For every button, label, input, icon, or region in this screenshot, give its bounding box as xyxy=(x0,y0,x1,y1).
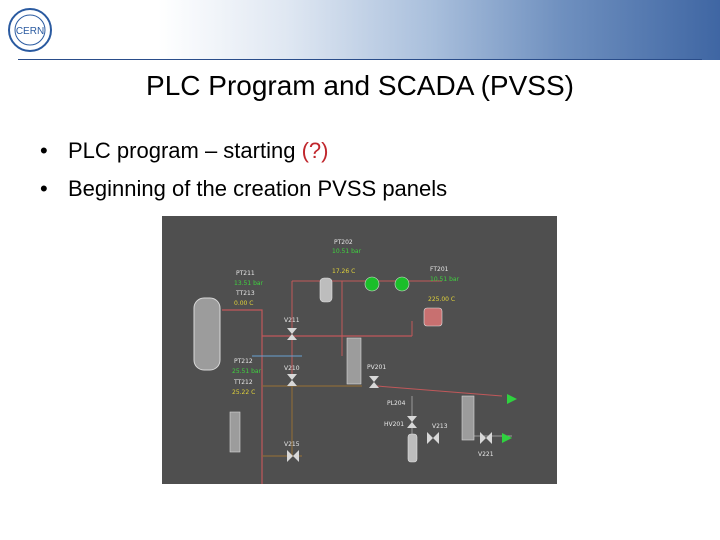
small-vessel xyxy=(407,433,418,463)
v210-label: V210 xyxy=(284,365,300,372)
lower-column xyxy=(229,411,241,453)
pt211-value: 13.51 bar xyxy=(234,280,264,287)
small-tank xyxy=(319,277,333,303)
hv201-label: HV201 xyxy=(384,421,404,428)
v215-label: V215 xyxy=(284,441,300,448)
pv201-label: PV201 xyxy=(367,364,386,371)
logo-text: CERN xyxy=(16,26,44,37)
pt211-label: PT211 xyxy=(236,270,255,277)
pt202-label: PT202 xyxy=(334,239,353,246)
compressor-icon xyxy=(364,276,380,292)
header-rule xyxy=(18,59,702,60)
main-tank xyxy=(193,297,221,371)
column-tank xyxy=(346,337,362,385)
tt212-value: 25.22 C xyxy=(232,389,255,396)
valve-icon xyxy=(287,450,299,462)
v221-label: V221 xyxy=(478,451,494,458)
v213-label: V213 xyxy=(432,423,448,430)
right-column xyxy=(461,395,475,441)
bullet-item: • Beginning of the creation PVSS panels xyxy=(40,174,447,212)
valve-icon xyxy=(369,376,379,388)
valve-icon xyxy=(287,328,297,340)
pvss-panel-screenshot: PT202 10.51 bar 17.26 C PT211 13.51 bar … xyxy=(162,216,557,484)
bullet-text: PLC program – starting xyxy=(68,138,296,163)
slide-header: CERN xyxy=(0,0,720,60)
heater-unit xyxy=(423,307,443,327)
tt212-label: TT212 xyxy=(233,379,253,386)
pt212-label: PT212 xyxy=(234,358,253,365)
pipes xyxy=(222,280,512,484)
ft201-value: 10.51 bar xyxy=(430,276,460,283)
bullet-text: Beginning of the creation PVSS panels xyxy=(68,176,448,201)
flow-arrow-icon xyxy=(507,394,517,404)
valve-icon xyxy=(427,432,439,444)
flow-arrow-icon xyxy=(502,433,512,443)
cern-logo-icon: CERN xyxy=(8,8,52,52)
bullet-item: • PLC program – starting (?) xyxy=(40,136,447,174)
pt212-value: 25.51 bar xyxy=(232,368,262,375)
pl204-label: PL204 xyxy=(387,400,406,407)
bullet-highlight: (?) xyxy=(301,138,329,163)
valve-icon xyxy=(287,374,297,386)
bullet-dot: • xyxy=(40,138,48,163)
valve-icon xyxy=(407,416,417,428)
slide-title: PLC Program and SCADA (PVSS) xyxy=(146,70,574,101)
pvss-diagram: PT202 10.51 bar 17.26 C PT211 13.51 bar … xyxy=(193,239,517,484)
red-pipe-right xyxy=(376,385,503,397)
tt202-value: 17.26 C xyxy=(332,268,355,275)
v211-label: V211 xyxy=(284,317,300,324)
pt202-value: 10.51 bar xyxy=(332,248,362,255)
red-pipe-left xyxy=(222,309,263,484)
bullet-dot: • xyxy=(40,176,48,201)
tt213-label: TT213 xyxy=(235,290,255,297)
compressor-icon xyxy=(394,276,410,292)
valve-icon xyxy=(480,432,492,444)
tt201-value: 225.00 C xyxy=(428,296,455,303)
bullet-list: • PLC program – starting (?) • Beginning o… xyxy=(40,136,447,212)
header-banner xyxy=(0,0,720,60)
tt213-value: 0.00 C xyxy=(234,300,253,307)
ft201-label: FT201 xyxy=(430,266,449,273)
